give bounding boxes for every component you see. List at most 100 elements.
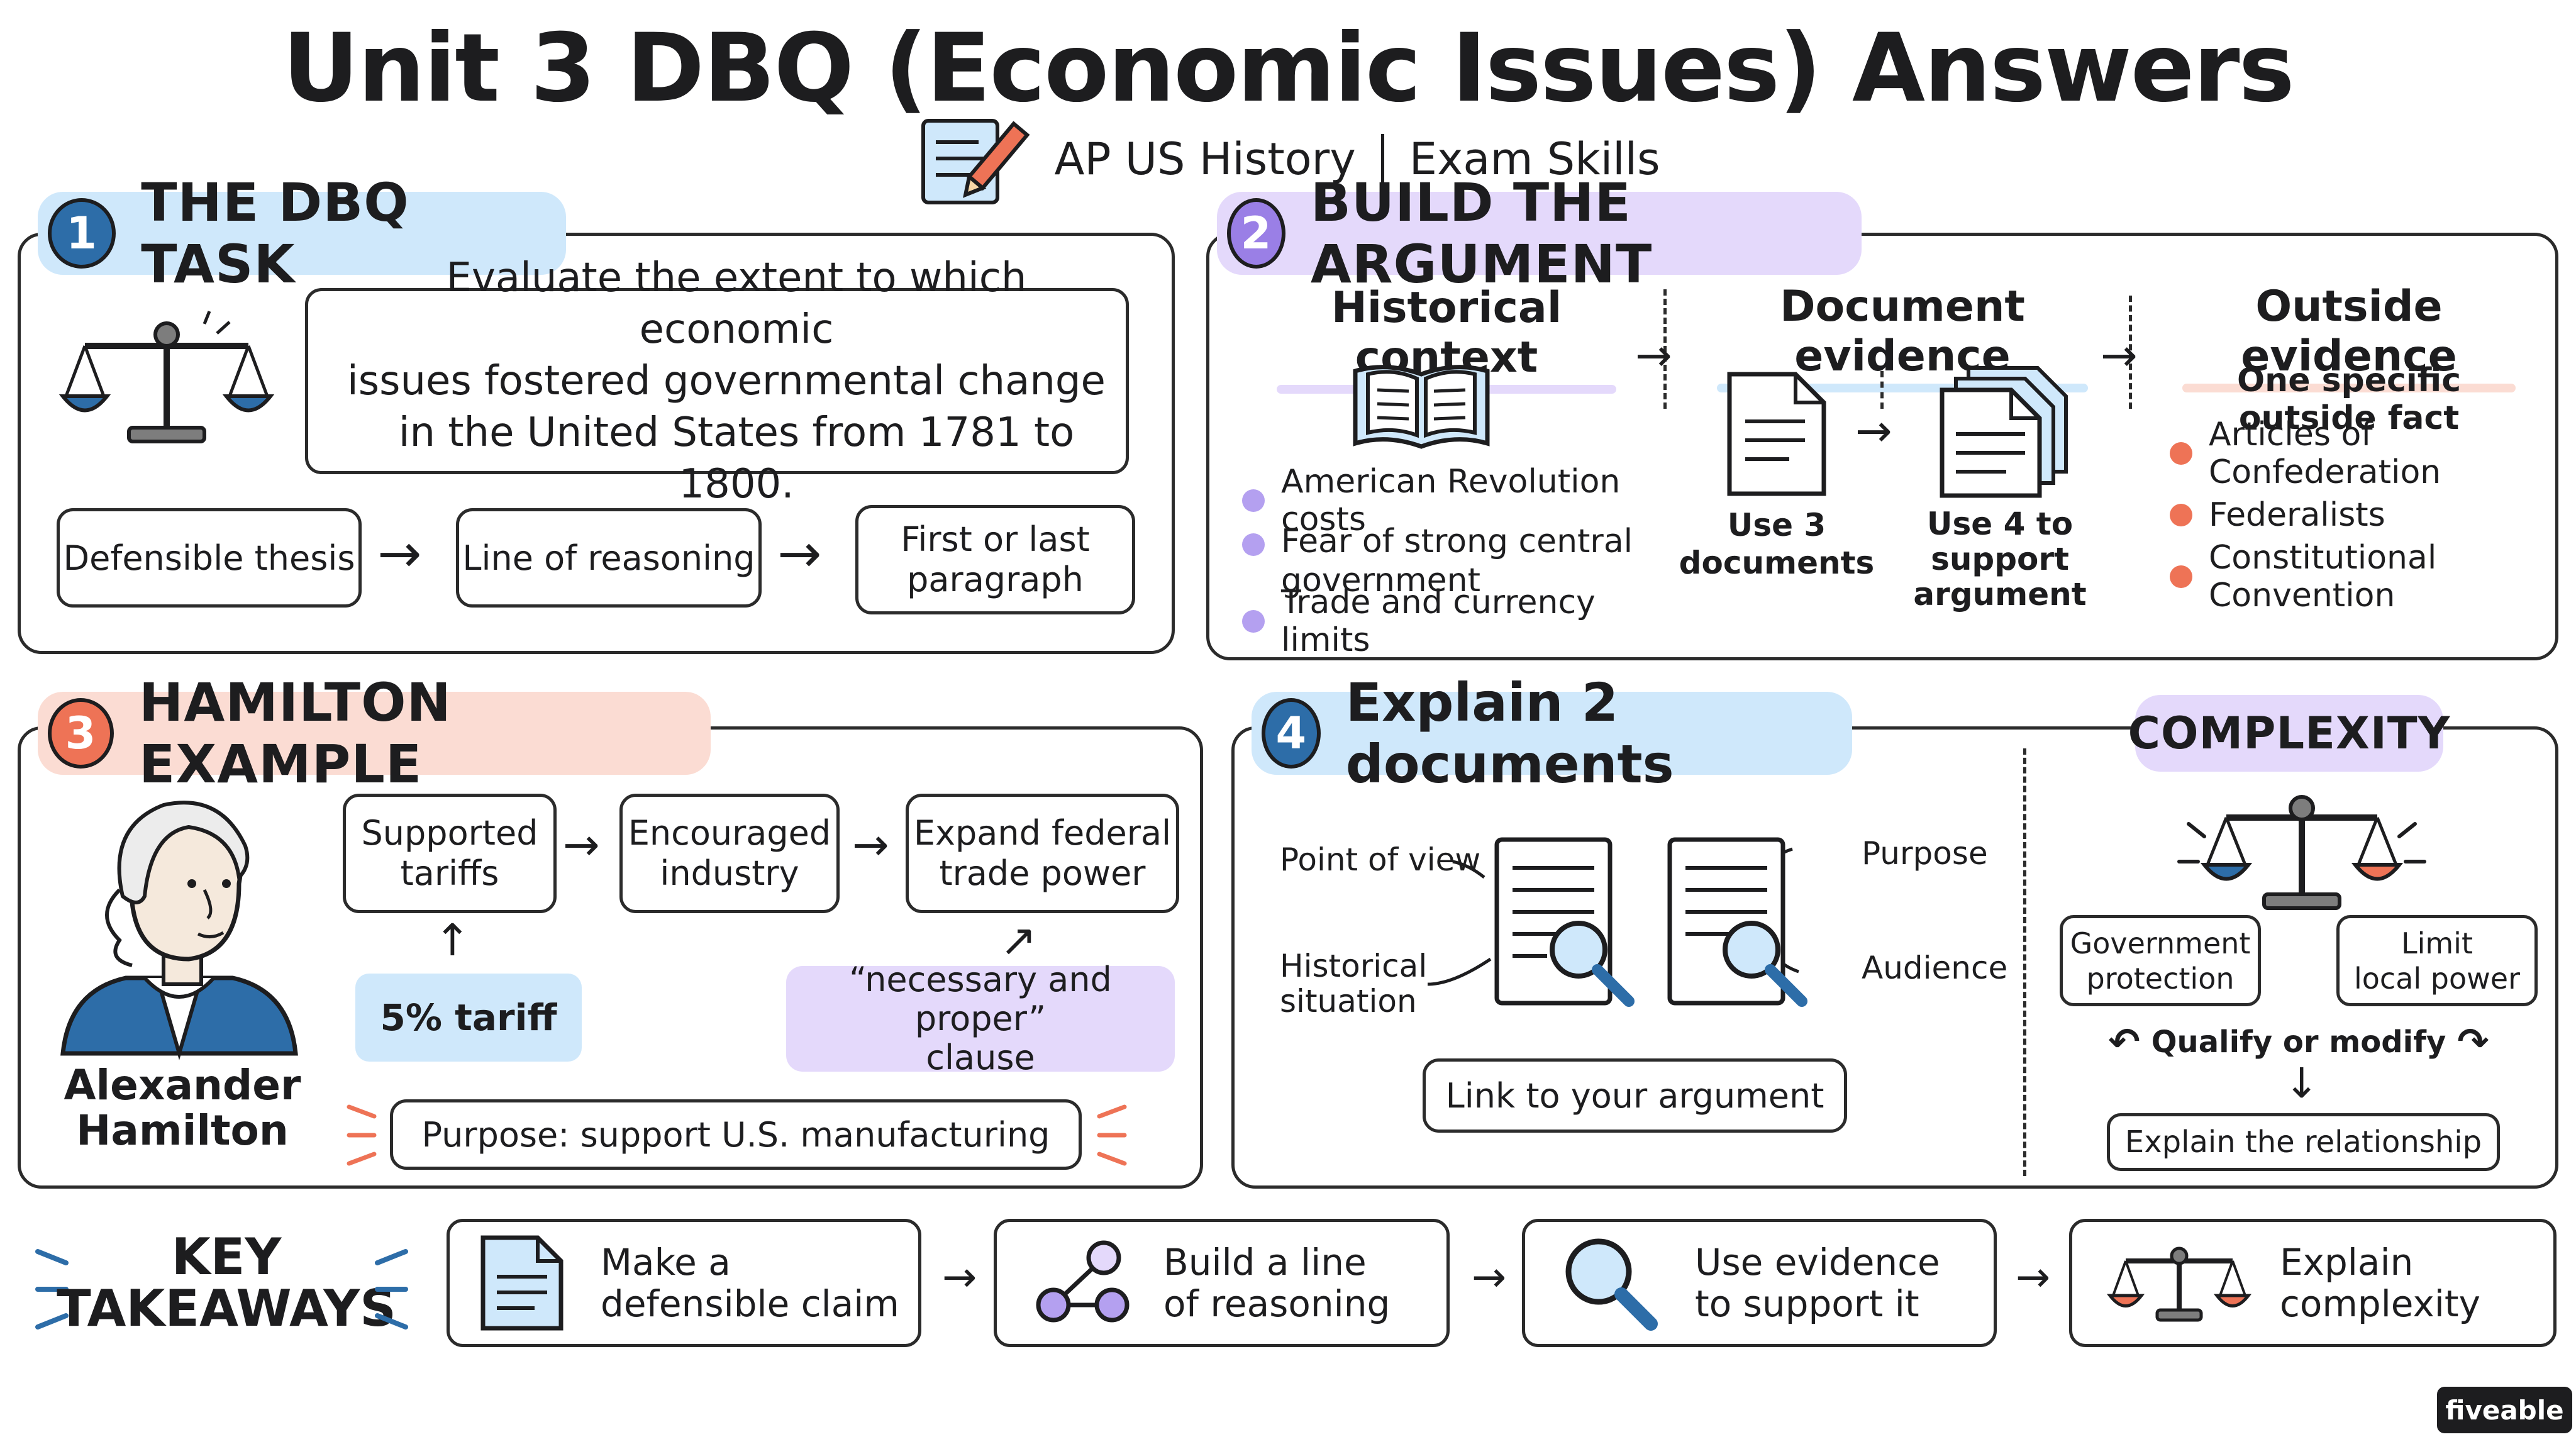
section-title: BUILD THE ARGUMENT <box>1310 172 1653 295</box>
dbq-prompt-box: Evaluate the extent to which economic is… <box>305 255 1129 508</box>
arrow-up-icon: ↗ <box>1000 914 1037 966</box>
emphasis-marks-icon <box>35 1249 69 1330</box>
scales-icon <box>2106 1246 2252 1322</box>
label: Encouraged <box>628 813 831 853</box>
outside-list: Articles of Confederation Federalists Co… <box>2170 416 2547 614</box>
person-name: Alexander Hamilton <box>25 1063 340 1153</box>
documents-magnifier-icon <box>1427 837 1807 1007</box>
list-item: Articles of Confederation <box>2170 416 2547 491</box>
page-title: Unit 3 DBQ (Economic Issues) Answers <box>282 14 2294 123</box>
divider <box>2023 748 2026 1176</box>
curved-arrow-right-icon: ↷ <box>2457 1020 2489 1064</box>
outside-subheading: One specific outside fact <box>2236 362 2462 437</box>
label: Use 3 <box>1727 507 1826 543</box>
label: tariffs <box>400 853 499 893</box>
arrow-icon: → <box>852 819 889 870</box>
section-number: 2 <box>1227 198 1285 269</box>
label: Use 4 to <box>1926 506 2074 542</box>
list-item-text: Trade and currency limits <box>1281 584 1596 659</box>
course-label: AP US History <box>1054 133 1356 185</box>
document-icon <box>1727 372 1826 496</box>
label: Historical <box>1280 948 1428 984</box>
outside-heading-text: Outside evidence <box>2241 282 2457 381</box>
arrow-icon: → <box>1472 1253 1507 1301</box>
label-audience: Audience <box>1862 950 2008 986</box>
prompt-line: Evaluate the extent to which economic <box>446 255 1027 353</box>
step-line-of-reasoning: Line of reasoning <box>456 508 762 608</box>
network-icon <box>1036 1240 1130 1323</box>
section-4-header: 4 Explain 2 documents <box>1252 672 1852 795</box>
qualify-or-modify: ↶ Qualify or modify ↷ <box>2107 1020 2490 1064</box>
explain-relationship: Explain the relationship <box>2107 1113 2500 1171</box>
underline <box>2182 384 2516 392</box>
key-takeaways-title: KEY TAKEAWAYS <box>57 1220 396 1346</box>
bullet <box>2170 504 2192 526</box>
notepad-pencil-icon <box>921 119 1030 204</box>
list-item-text: American Revolution costs <box>1281 463 1621 538</box>
list-item-text: Federalists <box>2209 496 2385 534</box>
arrow-icon: → <box>563 819 600 870</box>
label: documents <box>1679 545 1875 581</box>
prompt-line: in the United States from 1781 to 1800. <box>398 409 1075 508</box>
scales-icon <box>58 311 275 443</box>
use-4-support-argument: Use 4 to support argument <box>1909 506 2091 612</box>
list-item-text: Constitutional Convention <box>2209 539 2437 614</box>
section-number: 3 <box>48 698 114 769</box>
necessary-proper-clause: “necessary and proper”clause <box>786 960 1175 1077</box>
label: Hamilton <box>76 1106 289 1155</box>
list-item-text: Articles of Confederation <box>2209 416 2441 491</box>
brand-logo: fiveable <box>2437 1387 2572 1433</box>
section-2-header: 2 BUILD THE ARGUMENT <box>1217 172 1862 295</box>
step-label: paragraph <box>907 560 1084 599</box>
label: Supported <box>361 813 538 853</box>
arrow-icon: → <box>1635 330 1672 381</box>
label: Link to your argument <box>1445 1075 1824 1116</box>
label: argument <box>1913 576 2087 613</box>
divider <box>2129 296 2132 409</box>
section-number: 1 <box>48 198 116 269</box>
label: Expand federal <box>913 813 1172 853</box>
label-purpose: Purpose <box>1862 835 1988 872</box>
document-icon <box>480 1235 564 1331</box>
label: Limit <box>2401 926 2473 960</box>
hamilton-portrait <box>60 801 298 1060</box>
list-item: American Revolution costs <box>1242 463 1657 538</box>
curved-arrow-left-icon: ↶ <box>2108 1020 2140 1064</box>
label: Alexander <box>64 1061 301 1109</box>
bullet <box>1242 533 1265 556</box>
list-item: Federalists <box>2170 484 2547 546</box>
label: situation <box>1280 983 1417 1019</box>
arrow-up-icon: ↑ <box>434 914 471 966</box>
label-point-of-view: Point of view <box>1280 841 1481 878</box>
label: trade power <box>939 853 1146 893</box>
arrow-icon: → <box>1855 405 1892 457</box>
complexity-header: COMPLEXITY <box>2128 695 2450 772</box>
open-book-icon <box>1353 365 1490 449</box>
step-label: Defensible thesis <box>63 538 355 578</box>
purpose-box: Purpose: support U.S. manufacturing <box>390 1099 1082 1170</box>
step-label: First or last <box>901 519 1090 559</box>
topic-label: Exam Skills <box>1409 133 1660 185</box>
outside-heading: Outside evidence <box>2182 282 2516 392</box>
magnifier-icon <box>1565 1238 1658 1331</box>
divider <box>1380 134 1384 184</box>
bullet <box>2170 442 2192 465</box>
prompt-line: issues fostered governmental change <box>347 358 1106 404</box>
arrow-icon: → <box>942 1253 977 1301</box>
link-to-argument: Link to your argument <box>1423 1058 1847 1133</box>
section-build-argument <box>1206 233 2558 660</box>
step-first-or-last-paragraph: First or last paragraph <box>855 505 1135 614</box>
bullet <box>2170 565 2192 588</box>
